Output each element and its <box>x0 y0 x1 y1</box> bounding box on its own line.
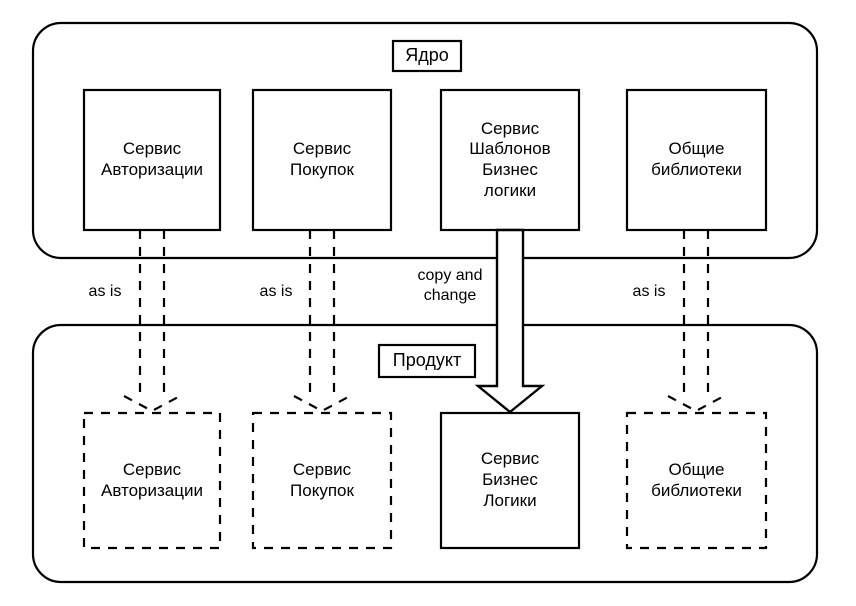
node-core-auth-label: Сервис Авторизации <box>101 139 203 179</box>
node-product-auth-outline <box>82 411 222 550</box>
edge-label-purchases: as is <box>236 278 316 306</box>
edge-label-auth-text: as is <box>88 283 122 301</box>
node-core-purchases-outline <box>251 88 393 232</box>
node-core-libs-outline <box>625 88 768 232</box>
node-product-auth-label: Сервис Авторизации <box>101 459 203 500</box>
node-core-purchases[interactable]: Сервис Покупок <box>253 90 391 230</box>
node-product-business-label: Сервис Бизнес Логики <box>480 449 540 510</box>
edge-label-templates: copy and change <box>396 264 504 308</box>
edge-purchases-arrow <box>293 230 351 413</box>
group-label-box-product <box>377 343 477 379</box>
node-product-business[interactable]: Сервис Бизнес Логики <box>441 413 579 548</box>
node-product-libs-outline <box>625 411 768 550</box>
edge-auth-arrow <box>123 230 181 413</box>
node-product-purchases[interactable]: Сервис Покупок <box>253 413 391 548</box>
node-core-templates[interactable]: Сервис Шаблонов Бизнес логики <box>441 90 579 230</box>
node-product-libs[interactable]: Общие библиотеки <box>627 413 766 548</box>
edge-label-libs: as is <box>609 278 689 306</box>
group-core <box>31 21 819 260</box>
group-product <box>31 323 819 584</box>
node-product-libs-label: Общие библиотеки <box>651 459 742 500</box>
group-label-product[interactable]: Продукт <box>379 345 475 377</box>
group-label-product-text: Продукт <box>392 350 462 371</box>
node-product-auth[interactable]: Сервис Авторизации <box>84 413 220 548</box>
node-core-purchases-label: Сервис Покупок <box>290 139 354 179</box>
node-core-auth[interactable]: Сервис Авторизации <box>84 90 220 230</box>
node-core-templates-label: Сервис Шаблонов Бизнес логики <box>469 118 551 200</box>
edge-label-libs-text: as is <box>632 283 666 301</box>
edge-templates-block-arrow <box>474 228 546 414</box>
group-core-outline <box>31 21 819 260</box>
edge-label-templates-text: copy and change <box>417 267 483 304</box>
group-product-outline <box>31 323 819 584</box>
edge-label-auth: as is <box>65 278 145 306</box>
node-product-business-outline <box>439 411 581 550</box>
node-core-auth-outline <box>82 88 222 232</box>
group-label-core[interactable]: Ядро <box>393 41 461 71</box>
edge-libs-arrow <box>667 230 725 413</box>
group-label-core-text: Ядро <box>405 45 449 66</box>
node-core-templates-outline <box>439 88 581 232</box>
node-core-libs[interactable]: Общие библиотеки <box>627 90 766 230</box>
edge-label-purchases-text: as is <box>259 283 293 301</box>
node-product-purchases-label: Сервис Покупок <box>290 459 354 500</box>
group-label-box-core <box>391 39 463 73</box>
node-core-libs-label: Общие библиотеки <box>651 139 742 179</box>
node-product-purchases-outline <box>251 411 393 550</box>
